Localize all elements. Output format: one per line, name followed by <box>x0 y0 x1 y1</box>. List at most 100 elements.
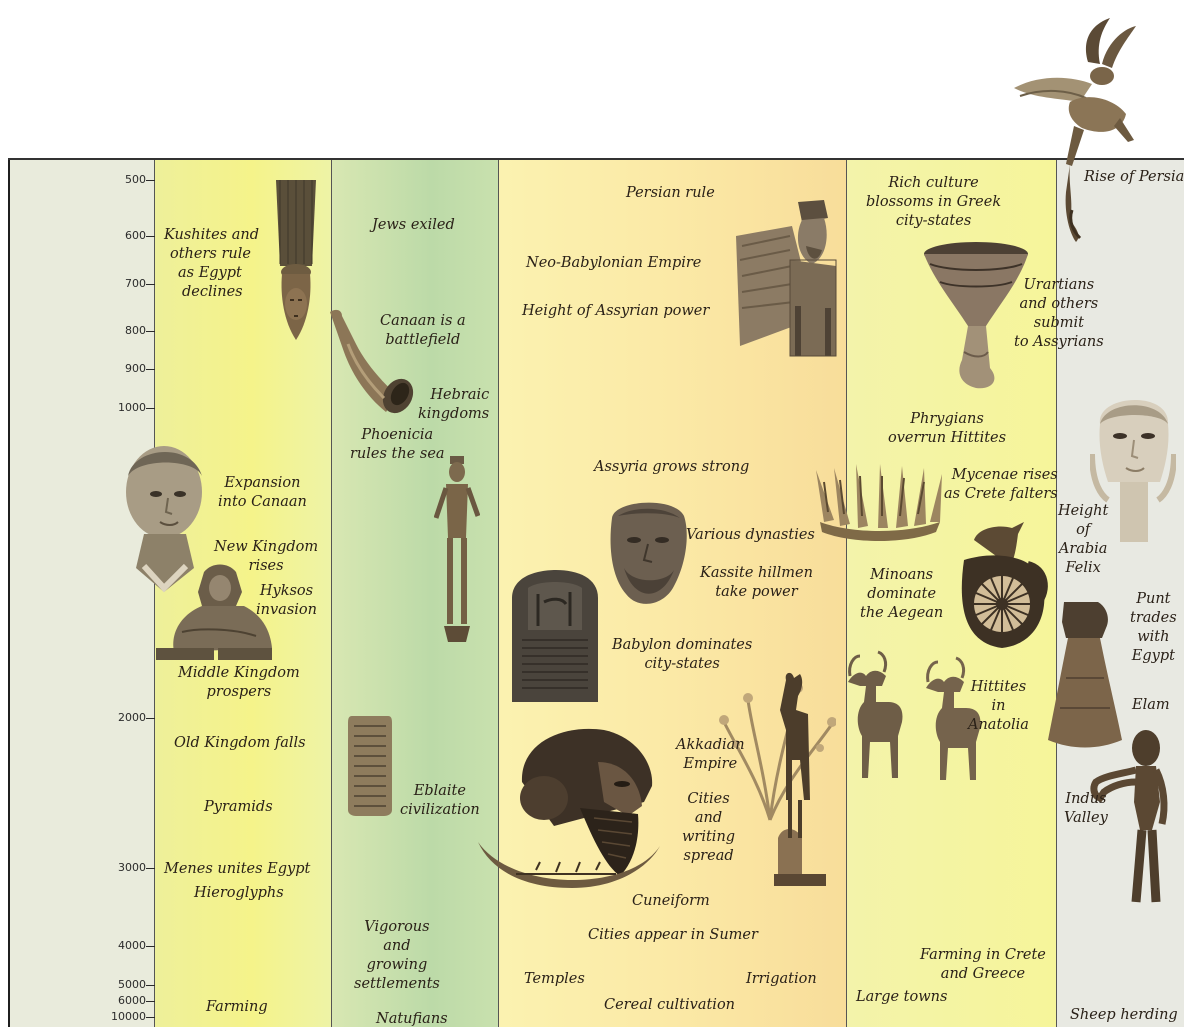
tick-mark <box>146 331 155 332</box>
label-line: invasion <box>256 601 317 620</box>
label-line: Rich culture <box>866 174 1001 193</box>
label-minoans: Minoans dominate the Aegean <box>860 566 943 623</box>
label-hebraic: Hebraic kingdoms <box>418 386 489 424</box>
human-headed-bull-icon <box>732 196 840 360</box>
label-line: Large towns <box>856 988 947 1007</box>
label-line: Babylon dominates <box>612 636 752 655</box>
label-line: Eblaite <box>400 782 480 801</box>
winged-ibex-icon <box>1010 14 1140 244</box>
tick-mark <box>146 180 155 181</box>
label-line: Mycenae rises <box>944 466 1058 485</box>
label-line: Hittites <box>968 678 1029 697</box>
label-line: to Assyrians <box>1014 333 1104 352</box>
label-line: Hebraic <box>418 386 489 405</box>
label-line: Various dynasties <box>686 526 815 545</box>
label-babylon: Babylon dominates city-states <box>612 636 752 674</box>
label-line: Empire <box>676 755 745 774</box>
tick-mark <box>146 718 155 719</box>
tick-mark <box>146 284 155 285</box>
label-line: Jews exiled <box>372 216 455 235</box>
label-line: Vigorous <box>354 918 440 937</box>
label-line: Felix <box>1058 559 1108 578</box>
label-natufians: Natufians <box>376 1010 448 1029</box>
label-cities-writing: Cities and writing spread <box>682 790 735 866</box>
label-mycenae: Mycenae rises as Crete falters <box>944 466 1058 504</box>
label-line: Assyria grows strong <box>594 458 749 477</box>
label-line: Height <box>1058 502 1108 521</box>
label-greek: Rich culture blossoms in Greek city-stat… <box>866 174 1001 231</box>
tick-mark <box>146 369 155 370</box>
label-line: spread <box>682 847 735 866</box>
standing-figure-icon <box>434 454 480 644</box>
label-line: Anatolia <box>968 716 1029 735</box>
label-line: Kassite hillmen <box>700 564 813 583</box>
label-irrigation: Irrigation <box>746 970 817 989</box>
label-line: Expansion <box>218 474 307 493</box>
label-line: and Greece <box>920 965 1046 984</box>
label-line: Old Kingdom falls <box>174 734 306 753</box>
tick-label: 800 <box>76 325 146 337</box>
tick-label: 2000 <box>76 712 146 724</box>
label-line: Minoans <box>860 566 943 585</box>
label-line: others rule <box>170 245 259 264</box>
label-hittites: Hittites in Anatolia <box>968 678 1029 735</box>
label-line: Cuneiform <box>632 892 710 911</box>
label-line: into Canaan <box>218 493 307 512</box>
tick-label: 3000 <box>76 862 146 874</box>
label-indus: Indus Valley <box>1064 790 1108 828</box>
label-pyramids: Pyramids <box>204 798 273 817</box>
label-temples: Temples <box>524 970 585 989</box>
label-line: trades <box>1130 609 1177 628</box>
label-line: Akkadian <box>676 736 745 755</box>
label-cereal: Cereal cultivation <box>604 996 735 1015</box>
label-line: Cities appear in Sumer <box>588 926 758 945</box>
tick-mark <box>146 236 155 237</box>
label-line: with <box>1130 628 1177 647</box>
label-line: and <box>354 937 440 956</box>
label-line: Menes unites Egypt <box>164 860 310 879</box>
label-new-kingdom: New Kingdom rises <box>214 538 318 576</box>
goat-tree-icon <box>718 670 836 888</box>
label-eblaite: Eblaite civilization <box>400 782 480 820</box>
pharaoh-statue-icon <box>270 176 322 346</box>
label-neo-babylonian: Neo-Babylonian Empire <box>526 254 701 273</box>
label-line: as Crete falters <box>944 485 1058 504</box>
bearded-head-icon <box>604 494 690 612</box>
label-line: kingdoms <box>418 405 489 424</box>
label-line: and <box>682 809 735 828</box>
tick-mark <box>146 1017 155 1018</box>
tick-label: 500 <box>76 174 146 186</box>
label-canaan: Canaan is a battlefield <box>380 312 466 350</box>
label-old-kingdom: Old Kingdom falls <box>174 734 306 753</box>
label-sheep: Sheep herding <box>1070 1006 1178 1025</box>
label-line: Persian rule <box>626 184 715 203</box>
label-line: Punt <box>1130 590 1177 609</box>
label-large-towns: Large towns <box>856 988 947 1007</box>
label-line: Elam <box>1132 696 1170 715</box>
label-line: Irrigation <box>746 970 817 989</box>
label-line: in <box>968 697 1029 716</box>
tick-mark <box>146 408 155 409</box>
label-line: and others <box>1014 295 1104 314</box>
label-punt: Punt trades with Egypt <box>1130 590 1177 666</box>
label-arabia: Height of Arabia Felix <box>1058 502 1108 578</box>
label-line: prospers <box>178 683 300 702</box>
tick-mark <box>146 1001 155 1002</box>
label-line: settlements <box>354 975 440 994</box>
label-line: Canaan is a <box>380 312 466 331</box>
label-line: Phrygians <box>888 410 1006 429</box>
label-line: of <box>1058 521 1108 540</box>
label-line: as Egypt <box>178 264 259 283</box>
label-line: Indus <box>1064 790 1108 809</box>
label-assyria-strong: Assyria grows strong <box>594 458 749 477</box>
label-elam: Elam <box>1132 696 1170 715</box>
label-line: Hyksos <box>256 582 317 601</box>
label-line: Phoenicia <box>350 426 445 445</box>
boat-icon <box>476 840 662 890</box>
label-line: Middle Kingdom <box>178 664 300 683</box>
tick-label: 6000 <box>76 995 146 1007</box>
label-vigorous: Vigorous and growing settlements <box>354 918 440 994</box>
label-line: blossoms in Greek <box>866 193 1001 212</box>
label-jews-exiled: Jews exiled <box>372 216 455 235</box>
